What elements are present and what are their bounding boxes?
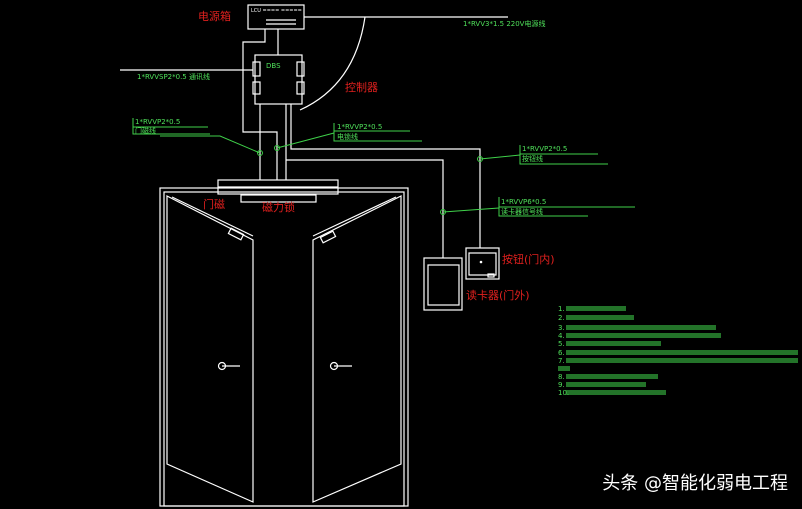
dbs-label: DBS xyxy=(266,62,281,70)
svg-text:6.: 6. xyxy=(558,349,565,357)
wire-reader xyxy=(286,159,444,258)
power-box: LCU ==== ===== xyxy=(247,4,305,30)
svg-text:1*RVVP2*0.5: 1*RVVP2*0.5 xyxy=(135,118,180,126)
svg-text:1.: 1. xyxy=(558,305,565,313)
svg-text:LCU ==== =====: LCU ==== ===== xyxy=(251,8,302,14)
svg-text:9.: 9. xyxy=(558,381,565,389)
svg-text:读卡器信号线: 读卡器信号线 xyxy=(501,207,543,216)
svg-text:2.: 2. xyxy=(558,314,565,322)
door-frame xyxy=(159,187,409,507)
annot-reader: 1*RVVP6*0.5 读卡器信号线 xyxy=(440,197,635,217)
exit-button-label: 按钮(门内) xyxy=(502,252,555,266)
left-door-leaf xyxy=(166,195,254,503)
svg-text:3.: 3. xyxy=(558,324,565,332)
svg-text:4.: 4. xyxy=(558,332,565,340)
svg-text:7.: 7. xyxy=(558,357,565,365)
right-door-leaf xyxy=(312,195,402,503)
controller-label: 控制器 xyxy=(345,80,378,94)
svg-text:1*RVVP6*0.5: 1*RVVP6*0.5 xyxy=(501,198,546,206)
card-reader-label: 读卡器(门外) xyxy=(466,288,530,302)
svg-text:电锁线: 电锁线 xyxy=(337,132,358,141)
svg-text:8.: 8. xyxy=(558,373,565,381)
controller-leader xyxy=(299,16,366,111)
svg-text:1*RVVP2*0.5: 1*RVVP2*0.5 xyxy=(522,145,567,153)
svg-text:10.: 10. xyxy=(558,389,569,397)
lock-label: 磁力锁 xyxy=(262,200,295,214)
annot-button: 1*RVVP2*0.5 按钮线 xyxy=(477,145,608,165)
svg-text:按钮线: 按钮线 xyxy=(522,154,543,163)
power-box-label: 电源箱 xyxy=(198,9,231,23)
svg-text:门磁线: 门磁线 xyxy=(135,126,156,135)
network-cable-label: 1*RVVSP2*0.5 通讯线 xyxy=(137,72,210,81)
annot-lock: 1*RVVP2*0.5 电锁线 xyxy=(274,123,422,151)
magnetic-lock xyxy=(240,194,317,203)
annot-door-sensor: 1*RVVP2*0.5 门磁线 xyxy=(132,118,263,156)
svg-text:1*RVVP2*0.5: 1*RVVP2*0.5 xyxy=(337,123,382,131)
power-cable-label: 1*RVV3*1.5 220V电源线 xyxy=(463,19,545,28)
exit-button-device xyxy=(465,247,500,280)
door-sensor-label: 门磁 xyxy=(203,197,225,211)
watermark: 头条 @智能化弱电工程 xyxy=(602,473,788,494)
design-notes: 1. 2. 3. 4. 5. 6. 7. 8. 9. 10. xyxy=(558,305,798,397)
card-reader-device xyxy=(423,257,463,311)
svg-text:5.: 5. xyxy=(558,340,565,348)
wire-door-sensor xyxy=(242,29,278,180)
wire-button xyxy=(290,104,481,248)
